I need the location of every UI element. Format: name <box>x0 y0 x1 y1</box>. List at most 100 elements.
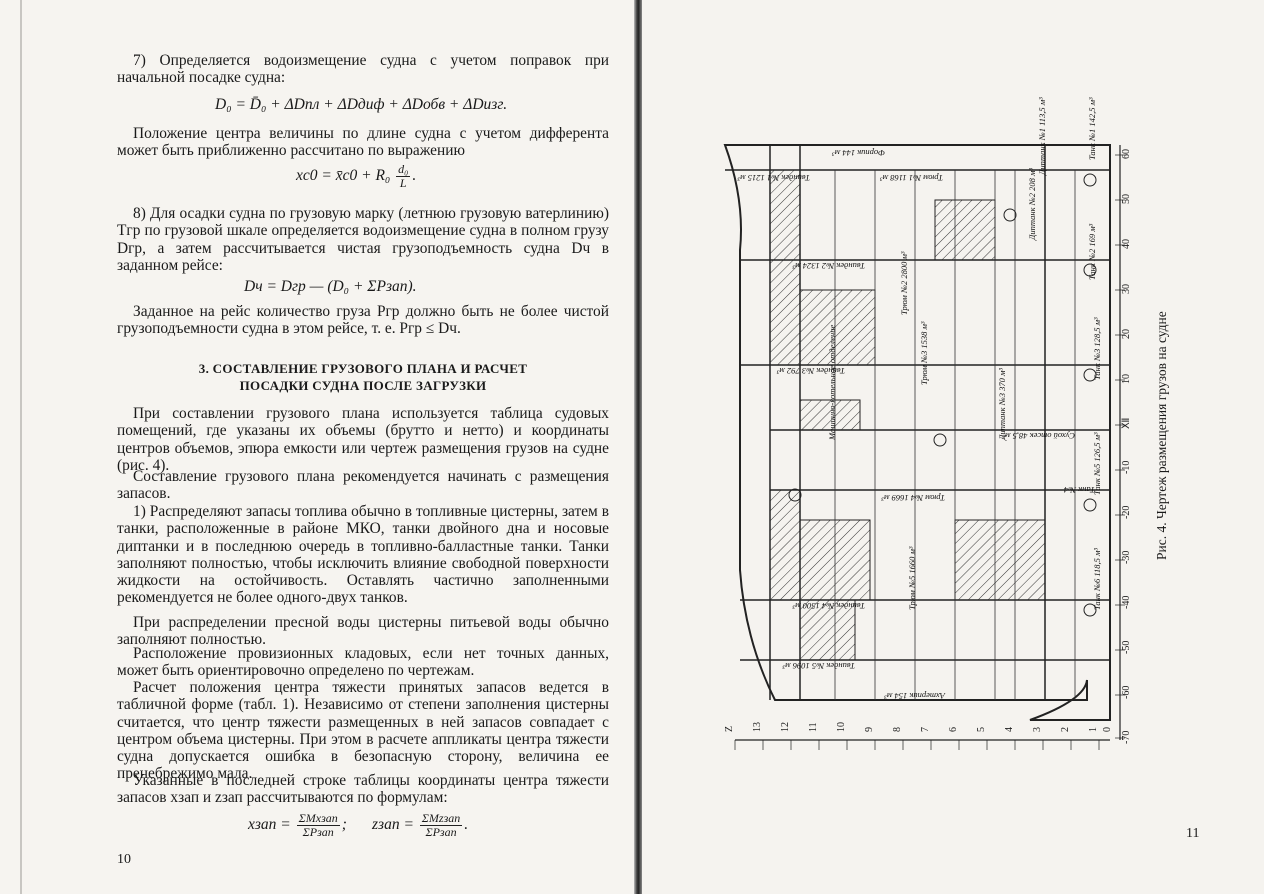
paragraph-center: Положение центра величины по длине судна… <box>117 125 609 160</box>
tick-right-2: 40 <box>1121 239 1132 249</box>
tick-bottom-0: Z <box>724 726 735 732</box>
label-tank-2: Танк №2 169 м³ <box>1087 223 1097 280</box>
paragraph-cargo: Заданное на рейс количество груза Pгр до… <box>117 303 609 338</box>
hatched-areas <box>769 169 1046 661</box>
label-deeptank-2: Диптанк №2 208 м³ <box>1027 168 1037 241</box>
tick-right-9: -30 <box>1121 551 1132 564</box>
tick-right-7: -10 <box>1121 461 1132 474</box>
compartment-labels: Форпик 144 м³ Трюм №1 1168 м³ Твиндек №1… <box>737 97 1102 701</box>
formula-d0: D₀ = D̄₀ + ΔDпл + ΔDдиф + ΔDобв + ΔDизг. <box>215 96 508 113</box>
tick-right-8: -20 <box>1121 506 1132 519</box>
paragraph-water: При распределении пресной воды цистерны … <box>117 614 609 649</box>
label-hold-2: Трюм №2 2800 м³ <box>899 251 909 315</box>
paragraph-1: 1) Распределяют запасы топлива обычно в … <box>117 503 609 607</box>
right-scale-labels: 60 50 40 30 20 10 Ⅻ -10 -20 -30 -40 -50 … <box>1121 149 1132 744</box>
formula-zzap-left: zзап = <box>372 816 414 834</box>
book-spine <box>634 0 642 894</box>
label-tweendeck-3: Твиндек №3 792 м³ <box>776 366 845 376</box>
label-hold-4: Трюм №4 1669 м³ <box>881 493 945 503</box>
tick-right-10: -40 <box>1121 596 1132 609</box>
right-scale-ticks <box>1115 154 1125 739</box>
page-edge <box>20 0 22 894</box>
formula-zzap-fraction: ΣMzзап ΣPзап <box>419 811 463 839</box>
tick-bottom-12: 2 <box>1060 727 1071 732</box>
formula-xzap-den: ΣPзап <box>302 825 334 839</box>
tick-bottom-14: 0 <box>1102 727 1113 732</box>
tank-markers <box>788 173 1097 617</box>
tick-bottom-4: 10 <box>836 722 847 732</box>
formula-xzap-fraction: ΣMxзап ΣPзап <box>296 811 340 839</box>
formula-zzap-num: ΣMzзап <box>419 811 463 826</box>
label-tank-3: Танк №3 128,5 м³ <box>1092 317 1102 380</box>
label-tank-4: Танк №4 <box>1063 485 1095 495</box>
tick-right-5: 10 <box>1121 374 1132 384</box>
figure-caption-text: Рис. 4. Чертеж размещения грузов на судн… <box>1154 311 1169 560</box>
tick-bottom-11: 3 <box>1032 727 1043 732</box>
label-afterpeak: Ахтерпик 154 м³ <box>884 691 946 701</box>
tick-bottom-5: 9 <box>864 727 875 732</box>
formula-zzap-den: ΣPзап <box>425 825 457 839</box>
bottom-scale-ticks <box>734 740 1100 750</box>
label-forepeak: Форпик 144 м³ <box>832 148 885 158</box>
ship-cargo-drawing: 60 50 40 30 20 10 Ⅻ -10 -20 -30 -40 -50 … <box>723 97 1132 750</box>
label-tweendeck-1: Твиндек №1 1215 м³ <box>737 173 810 183</box>
formula-xzap: xзап = ΣMxзап ΣPзап ; <box>248 811 347 839</box>
tick-right-6: Ⅻ <box>1121 418 1132 429</box>
formula-xc0-fraction: d₀ L <box>396 162 411 190</box>
paragraph-provision: Расположение провизионных кладовых, если… <box>117 645 609 680</box>
bottom-scale-labels: Z 13 12 11 10 9 8 7 6 5 4 3 2 1 0 <box>724 722 1113 732</box>
label-deeptank-1: Диптанк №1 113,5 м³ <box>1037 97 1047 176</box>
paragraph-order: Составление грузового плана рекомендуетс… <box>117 468 609 503</box>
section-heading-line1: 3. СОСТАВЛЕНИЕ ГРУЗОВОГО ПЛАНА И РАСЧЕТ <box>198 361 528 376</box>
tick-bottom-9: 5 <box>976 727 987 732</box>
label-tank-1: Танк №1 142,5 м³ <box>1087 97 1097 160</box>
tick-bottom-7: 7 <box>920 727 931 732</box>
tick-bottom-10: 4 <box>1004 727 1015 732</box>
label-hold-3: Трюм №3 1538 м³ <box>919 321 929 385</box>
tick-right-12: -60 <box>1121 686 1132 699</box>
paragraph-calc: Расчет положения центра тяжести принятых… <box>117 679 609 783</box>
formula-dch: Dч = Dгр — (D₀ + ΣPзап). <box>244 278 417 295</box>
label-dry-compartment: Сухой отсек 48,5 м³ <box>1002 431 1075 441</box>
formula-xzap-left: xзап = <box>248 816 291 834</box>
label-tank-6: Танк №6 118,5 м³ <box>1092 548 1102 610</box>
page-number-left: 10 <box>117 852 131 867</box>
label-engine-room: Машинно-котельное отделение <box>827 325 837 441</box>
formula-xc0-left: xc0 = x̄c0 + R₀ <box>296 167 391 185</box>
tick-bottom-6: 8 <box>892 727 903 732</box>
tick-right-11: -50 <box>1121 641 1132 654</box>
tick-right-4: 20 <box>1121 329 1132 339</box>
section-heading-line2: ПОСАДКИ СУДНА ПОСЛЕ ЗАГРУЗКИ <box>239 378 487 393</box>
label-tweendeck-2: Твиндек №2 1324 м³ <box>792 261 865 271</box>
label-tweendeck-5: Твиндек №5 1096 м³ <box>782 661 855 671</box>
label-tank-5: Танк №5 126,5 м³ <box>1092 432 1102 495</box>
formula-zzap: zзап = ΣMzзап ΣPзап . <box>372 811 469 839</box>
page-number-right: 11 <box>1186 826 1200 841</box>
paragraph-7: 7) Определяется водоизмещение судна с уч… <box>117 52 609 87</box>
tick-right-0: 60 <box>1121 149 1132 159</box>
paragraph-coords: Указанные в последней строке таблицы коо… <box>117 772 609 807</box>
paragraph-8: 8) Для осадки судна по грузовую марку (л… <box>117 205 609 274</box>
tick-right-3: 30 <box>1121 284 1132 294</box>
volume-scales <box>834 170 1076 700</box>
formula-xc0: xc0 = x̄c0 + R₀ d₀ L . <box>296 162 417 190</box>
formula-xzap-num: ΣMxзап <box>296 811 340 826</box>
tick-bottom-13: 1 <box>1088 727 1099 732</box>
tick-bottom-3: 11 <box>808 722 819 732</box>
tick-right-13: -70 <box>1121 731 1132 744</box>
tick-bottom-8: 6 <box>948 727 959 732</box>
label-deeptank-3: Диптанк №3 370 м³ <box>997 368 1007 441</box>
right-page <box>640 0 1264 894</box>
label-hold-1: Трюм №1 1168 м³ <box>880 173 943 183</box>
tick-right-1: 50 <box>1121 194 1132 204</box>
paragraph-plan: При составлении грузового плана использу… <box>117 405 609 474</box>
figure-caption: Рис. 4. Чертеж размещения грузов на судн… <box>1148 290 1178 570</box>
formula-xc0-den: L <box>399 176 407 190</box>
tick-bottom-1: 13 <box>752 722 763 732</box>
left-page <box>0 0 636 894</box>
label-hold-5: Трюм №5 1660 м³ <box>907 546 917 610</box>
formula-xc0-num: d₀ <box>396 162 411 177</box>
tick-bottom-2: 12 <box>780 722 791 732</box>
hull-outline <box>723 144 1111 721</box>
label-tweendeck-4: Твиндек №4 1500 м³ <box>792 601 865 611</box>
